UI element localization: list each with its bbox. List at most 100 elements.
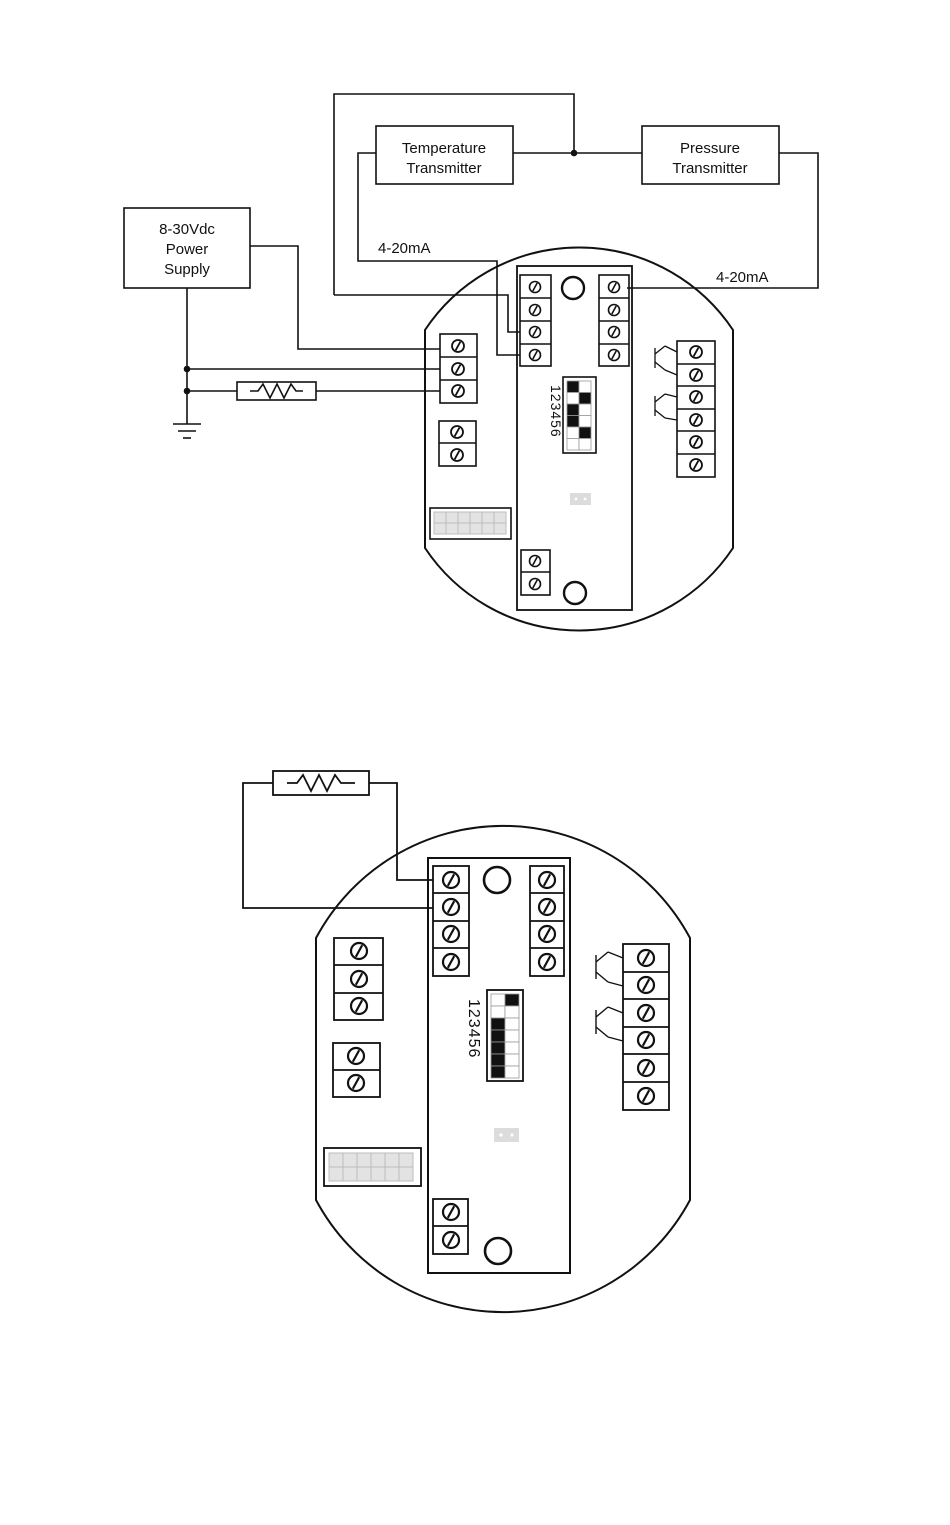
top-screw-center-left-3 — [530, 350, 541, 361]
top-dip-cell-2-0 — [567, 404, 579, 416]
bottom-screw-right-2 — [638, 1005, 654, 1021]
top-screw-right-4 — [690, 436, 702, 448]
bottom-screw-center-right-1 — [539, 899, 555, 915]
top-screw-center-right-1 — [609, 305, 620, 316]
bottom-terminal-block-right — [623, 944, 669, 1110]
top-screw-right-5 — [690, 459, 702, 471]
top-jumper — [570, 493, 591, 505]
bottom-dip-cell-0-0 — [491, 994, 505, 1006]
top-screw-right-0 — [690, 346, 702, 358]
bottom-screw-bottom-1 — [443, 1232, 459, 1248]
top-terminal-block-aux — [439, 421, 476, 466]
top-dip-cell-5-0 — [567, 439, 579, 451]
bottom-dip-cell-4-0 — [491, 1042, 505, 1054]
bottom-screw-right-0 — [638, 950, 654, 966]
top-power-supply-label-3: Supply — [164, 261, 210, 278]
top-transistor-icon-2 — [655, 394, 677, 420]
bottom-terminal-block-bottom — [433, 1199, 468, 1254]
bottom-terminal-block-center-left — [433, 866, 469, 976]
top-pressure-label-1: Pressure — [680, 140, 740, 157]
bottom-dip-cell-5-1 — [505, 1054, 519, 1066]
bottom-dip-cell-5-0 — [491, 1054, 505, 1066]
bottom-screw-right-1 — [638, 977, 654, 993]
bottom-dip-cell-6-1 — [505, 1066, 519, 1078]
top-power-supply-label-1: 8-30Vdc — [159, 221, 215, 238]
bottom-screw-bottom-0 — [443, 1204, 459, 1220]
bottom-screw-right-5 — [638, 1088, 654, 1104]
bottom-dip-cell-3-0 — [491, 1030, 505, 1042]
bottom-transistor-icon-1 — [596, 952, 623, 986]
top-screw-center-left-0 — [530, 282, 541, 293]
bottom-wire-resistor-left — [243, 783, 433, 908]
top-screw-left-3 — [451, 426, 463, 438]
bottom-screw-left3-0 — [351, 943, 367, 959]
bottom-mount-hole-lower — [485, 1238, 511, 1264]
bottom-jumper-pin-2 — [510, 1133, 513, 1136]
top-screw-center-right-3 — [609, 350, 620, 361]
bottom-screw-center-left-0 — [443, 872, 459, 888]
top-loop-wire-outer — [334, 94, 574, 295]
top-junction-dot-3 — [185, 389, 190, 394]
top-screw-left-4 — [451, 449, 463, 461]
bottom-screw-left2-1 — [348, 1075, 364, 1091]
top-jumper-pin-2 — [584, 498, 587, 501]
bottom-dip-numbers: 123456 — [465, 999, 482, 1058]
top-power-supply-label-2: Power — [166, 241, 209, 258]
top-screw-bottom-0 — [530, 556, 541, 567]
bottom-dip-cell-1-1 — [505, 1006, 519, 1018]
top-pressure-label-2: Transmitter — [672, 160, 747, 177]
bottom-mount-hole-upper — [484, 867, 510, 893]
top-screw-center-right-2 — [609, 327, 620, 338]
bottom-screw-center-right-2 — [539, 926, 555, 942]
top-connector-pins — [434, 512, 506, 534]
top-mount-hole-upper — [562, 277, 584, 299]
bottom-resistor-icon — [273, 771, 369, 795]
bottom-connector-pins — [329, 1153, 413, 1181]
top-mount-hole-lower — [564, 582, 586, 604]
top-signal-label-right: 4-20mA — [716, 269, 769, 286]
bottom-dip-cell-6-0 — [491, 1066, 505, 1078]
bottom-dip-cell-3-1 — [505, 1030, 519, 1042]
top-screw-left-1 — [452, 363, 464, 375]
bottom-dip-switch-cells — [491, 994, 519, 1078]
top-screw-right-2 — [690, 391, 702, 403]
bottom-dip-cell-4-1 — [505, 1042, 519, 1054]
bottom-dip-cell-2-0 — [491, 1018, 505, 1030]
bottom-screw-left3-2 — [351, 998, 367, 1014]
top-dip-cell-2-1 — [579, 404, 591, 416]
top-screw-left-0 — [452, 340, 464, 352]
top-dip-cell-4-1 — [579, 427, 591, 439]
bottom-jumper — [494, 1128, 519, 1142]
top-screw-center-left-2 — [530, 327, 541, 338]
bottom-screw-center-right-0 — [539, 872, 555, 888]
bottom-jumper-pin-1 — [499, 1133, 502, 1136]
bottom-dip-cell-1-0 — [491, 1006, 505, 1018]
top-junction-dot-2 — [185, 367, 190, 372]
top-jumper-pin-1 — [575, 498, 578, 501]
top-resistor-icon — [237, 382, 316, 400]
bottom-terminal-block-left-2 — [333, 1043, 380, 1097]
top-ground-icon — [173, 424, 201, 438]
top-signal-label-left: 4-20mA — [378, 240, 431, 257]
bottom-screw-center-left-3 — [443, 954, 459, 970]
bottom-transistor-icon-2 — [596, 1007, 623, 1041]
bottom-screw-center-left-1 — [443, 899, 459, 915]
top-dip-cell-0-1 — [579, 381, 591, 393]
top-dip-cell-4-0 — [567, 427, 579, 439]
top-terminal-block-right — [677, 341, 715, 477]
bottom-screw-left2-0 — [348, 1048, 364, 1064]
top-terminal-block-center-left — [520, 275, 551, 366]
top-dip-cell-3-1 — [579, 416, 591, 428]
bottom-screw-left3-1 — [351, 971, 367, 987]
top-transistor-icon-1 — [655, 346, 677, 375]
top-dip-cell-1-0 — [567, 393, 579, 405]
bottom-terminal-block-center-right — [530, 866, 564, 976]
top-junction-dot — [572, 151, 577, 156]
top-dip-cell-1-1 — [579, 393, 591, 405]
top-dip-numbers: 123456 — [548, 385, 564, 438]
top-dip-cell-0-0 — [567, 381, 579, 393]
top-temperature-label-1: Temperature — [402, 140, 486, 157]
top-dip-cell-3-0 — [567, 416, 579, 428]
bottom-screw-center-left-2 — [443, 926, 459, 942]
